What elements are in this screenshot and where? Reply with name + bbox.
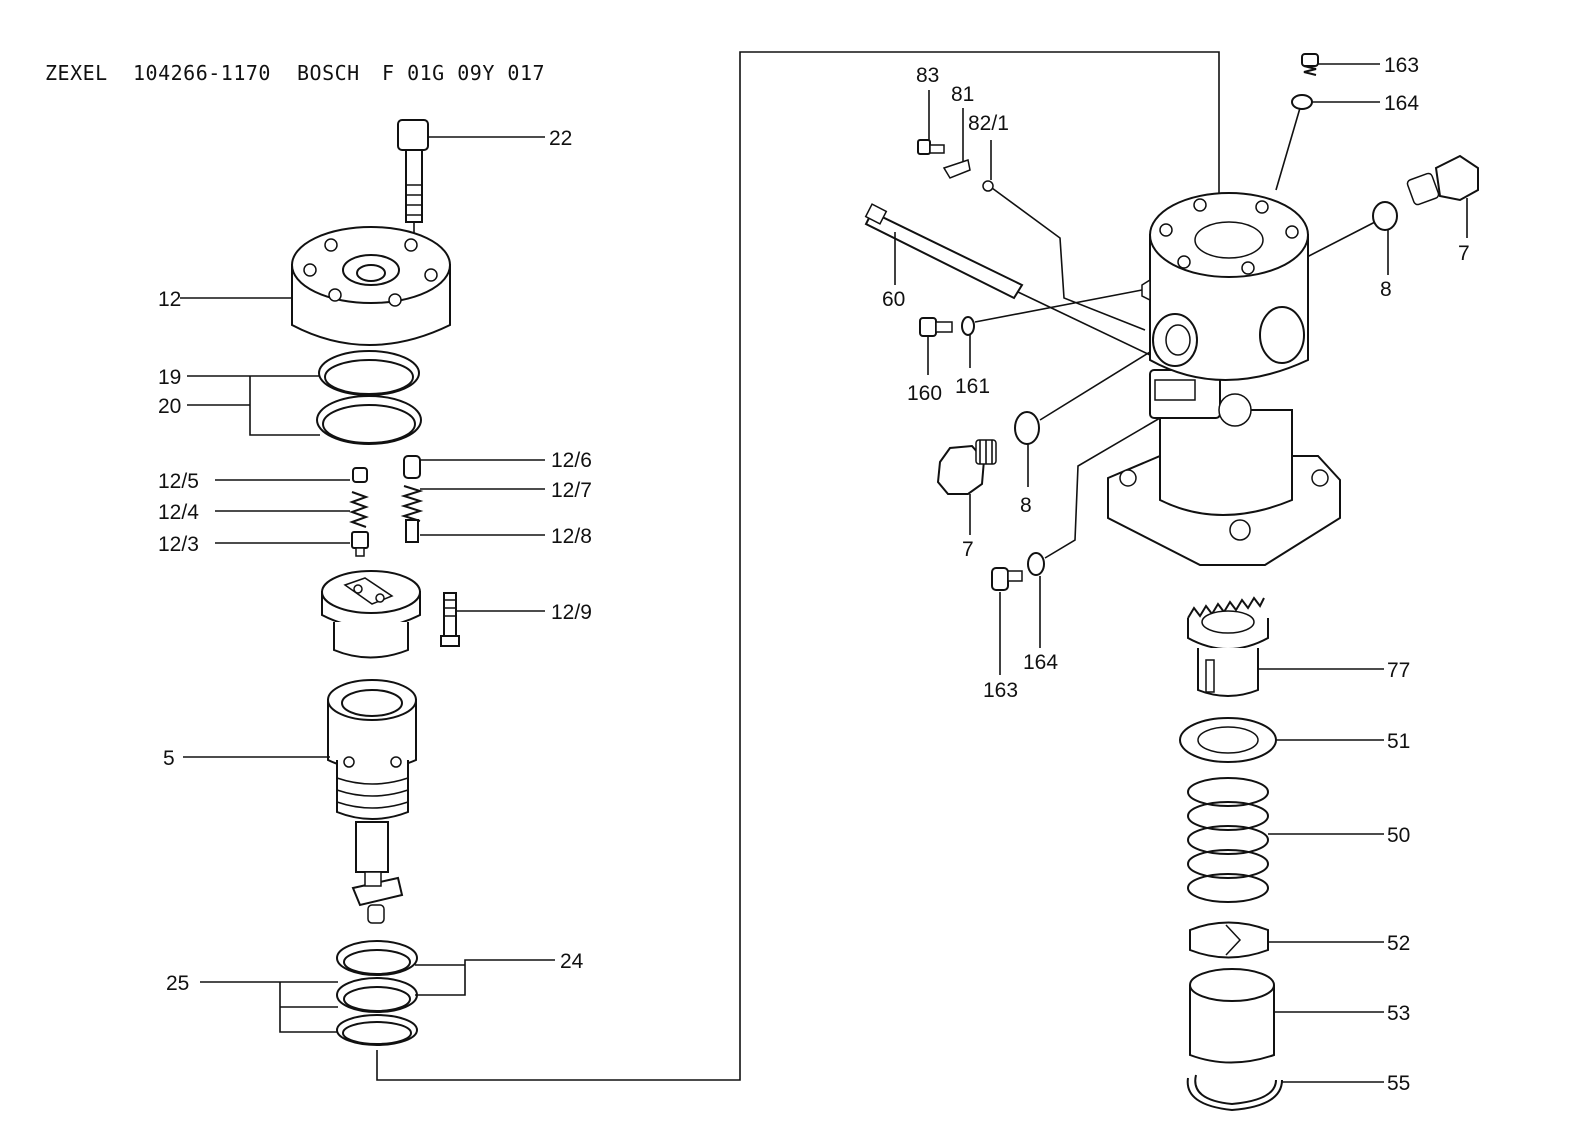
callout-52: 52: [1387, 932, 1410, 955]
callout-81: 81: [951, 83, 974, 106]
part-53-tappet: [1189, 968, 1275, 1064]
part-valve-body: [321, 570, 421, 659]
callout-83: 83: [916, 64, 939, 87]
callout-22: 22: [549, 127, 572, 150]
part-160-screw: [919, 317, 953, 337]
callout-7-left: 7: [962, 538, 974, 561]
callout-164-left: 164: [1023, 651, 1058, 674]
callout-20: 20: [158, 395, 181, 418]
part-52-lower-spring-seat: [1189, 921, 1269, 959]
part-8-oring-right: [1372, 201, 1398, 231]
callout-19: 19: [158, 366, 181, 389]
assembly-connector-line: [376, 51, 1220, 1081]
leader-82-1-to-housing: [991, 187, 1146, 331]
callout-8-right: 8: [1380, 278, 1392, 301]
header-bosch-number: F 01G 09Y 017: [382, 61, 545, 85]
part-55-circlip: [1186, 1074, 1283, 1112]
part-163-screw-left: [991, 567, 1023, 591]
callout-160: 160: [907, 382, 942, 405]
part-81-lever: [942, 159, 971, 179]
leader-25: [200, 981, 338, 1033]
part-22-screw: [397, 119, 429, 245]
callout-12: 12: [158, 288, 181, 311]
callout-12-3: 12/3: [158, 533, 199, 556]
part-12-flange: [291, 226, 451, 346]
part-163-screw-top: [1301, 53, 1319, 76]
part-164-washer-top: [1291, 94, 1313, 110]
part-77-control-sleeve: [1187, 596, 1269, 697]
callout-163-left: 163: [983, 679, 1018, 702]
callout-50: 50: [1387, 824, 1410, 847]
callout-12-5: 12/5: [158, 470, 199, 493]
callout-51: 51: [1387, 730, 1410, 753]
callout-12-7: 12/7: [551, 479, 592, 502]
diagram-header: ZEXEL 104266-1170 BOSCH F 01G 09Y 017: [45, 61, 545, 85]
callout-12-9: 12/9: [551, 601, 592, 624]
callout-8-left: 8: [1020, 494, 1032, 517]
callout-12-6: 12/6: [551, 449, 592, 472]
part-12-9-screw: [440, 592, 460, 647]
callout-53: 53: [1387, 1002, 1410, 1025]
callout-55: 55: [1387, 1072, 1410, 1095]
leader-24: [415, 959, 555, 996]
leader-164-left-to-housing: [1044, 417, 1161, 559]
callout-7-right: 7: [1458, 242, 1470, 265]
callout-82-1: 82/1: [968, 112, 1009, 135]
callout-60: 60: [882, 288, 905, 311]
leader-20: [187, 376, 320, 436]
callout-12-8: 12/8: [551, 525, 592, 548]
callout-24: 24: [560, 950, 584, 973]
part-60-control-rod: [864, 203, 1151, 356]
callout-12-4: 12/4: [158, 501, 199, 524]
part-19-20-orings: [316, 350, 422, 445]
part-51-spring-seat: [1179, 717, 1277, 763]
part-161-washer: [961, 316, 975, 336]
part-5-barrel-plunger: [327, 679, 417, 924]
part-pump-housing: [1107, 192, 1341, 566]
part-24-25-seats: [336, 940, 418, 1046]
leader-8-right-to-housing: [1304, 221, 1376, 259]
header-zexel-number: 104266-1170: [133, 61, 271, 85]
callout-25: 25: [166, 972, 189, 995]
part-83-screw: [917, 139, 945, 155]
header-brand: ZEXEL: [45, 61, 108, 85]
callout-77: 77: [1387, 659, 1410, 682]
part-82-1-washer: [982, 180, 994, 192]
callout-163-top: 163: [1384, 54, 1419, 77]
part-12-3-to-12-8-valve-parts: [349, 455, 424, 557]
callout-161: 161: [955, 375, 990, 398]
leader-161-to-housing: [974, 289, 1143, 323]
part-7-plug-left: [936, 439, 997, 495]
callout-5: 5: [163, 747, 175, 770]
part-164-washer-left: [1027, 552, 1045, 576]
part-50-plunger-spring: [1187, 777, 1269, 903]
leader-8-left-to-housing: [1039, 351, 1151, 421]
part-7-plug-right: [1406, 154, 1479, 206]
header-bosch-label: BOSCH: [297, 61, 360, 85]
leader-164-top-to-housing: [1275, 107, 1301, 191]
part-8-oring-left: [1014, 411, 1040, 445]
callout-164-top: 164: [1384, 92, 1419, 115]
